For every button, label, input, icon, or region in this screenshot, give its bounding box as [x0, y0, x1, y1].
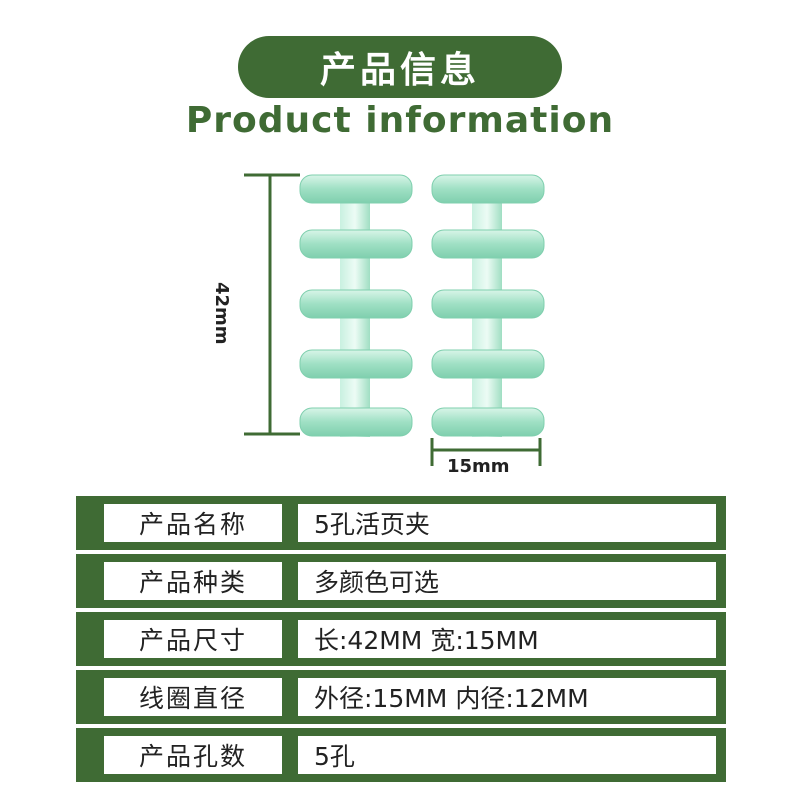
- spec-row-name: 产品名称 5孔活页夹: [76, 496, 726, 550]
- spec-label: 产品名称: [104, 504, 282, 542]
- spec-value: 外径:15MM 内径:12MM: [298, 678, 716, 716]
- spec-value: 多颜色可选: [298, 562, 716, 600]
- page-subtitle: Product information: [185, 100, 615, 141]
- title-pill: 产品信息: [238, 36, 562, 98]
- height-dimension-line: [244, 173, 300, 436]
- spec-row-size: 产品尺寸 长:42MM 宽:15MM: [76, 612, 726, 666]
- spec-value: 长:42MM 宽:15MM: [298, 620, 716, 658]
- binder-ring-right: [431, 174, 545, 437]
- spec-table: 产品名称 5孔活页夹 产品种类 多颜色可选 产品尺寸 长:42MM 宽:15MM…: [76, 496, 726, 786]
- spec-row-diameter: 线圈直径 外径:15MM 内径:12MM: [76, 670, 726, 724]
- width-dimension-line: [430, 438, 542, 466]
- page-title: 产品信息: [319, 50, 480, 91]
- spec-label: 产品种类: [104, 562, 282, 600]
- spec-value: 5孔活页夹: [298, 504, 716, 542]
- spec-label: 产品尺寸: [104, 620, 282, 658]
- spec-row-holes: 产品孔数 5孔: [76, 728, 726, 782]
- spec-value: 5孔: [298, 736, 716, 774]
- spec-row-type: 产品种类 多颜色可选: [76, 554, 726, 608]
- spec-label: 线圈直径: [104, 678, 282, 716]
- product-image: [244, 173, 545, 466]
- binder-ring-left: [299, 174, 413, 437]
- width-dimension-label: 15mm: [447, 456, 510, 477]
- height-dimension-label: 42mm: [211, 282, 232, 345]
- spec-label: 产品孔数: [104, 736, 282, 774]
